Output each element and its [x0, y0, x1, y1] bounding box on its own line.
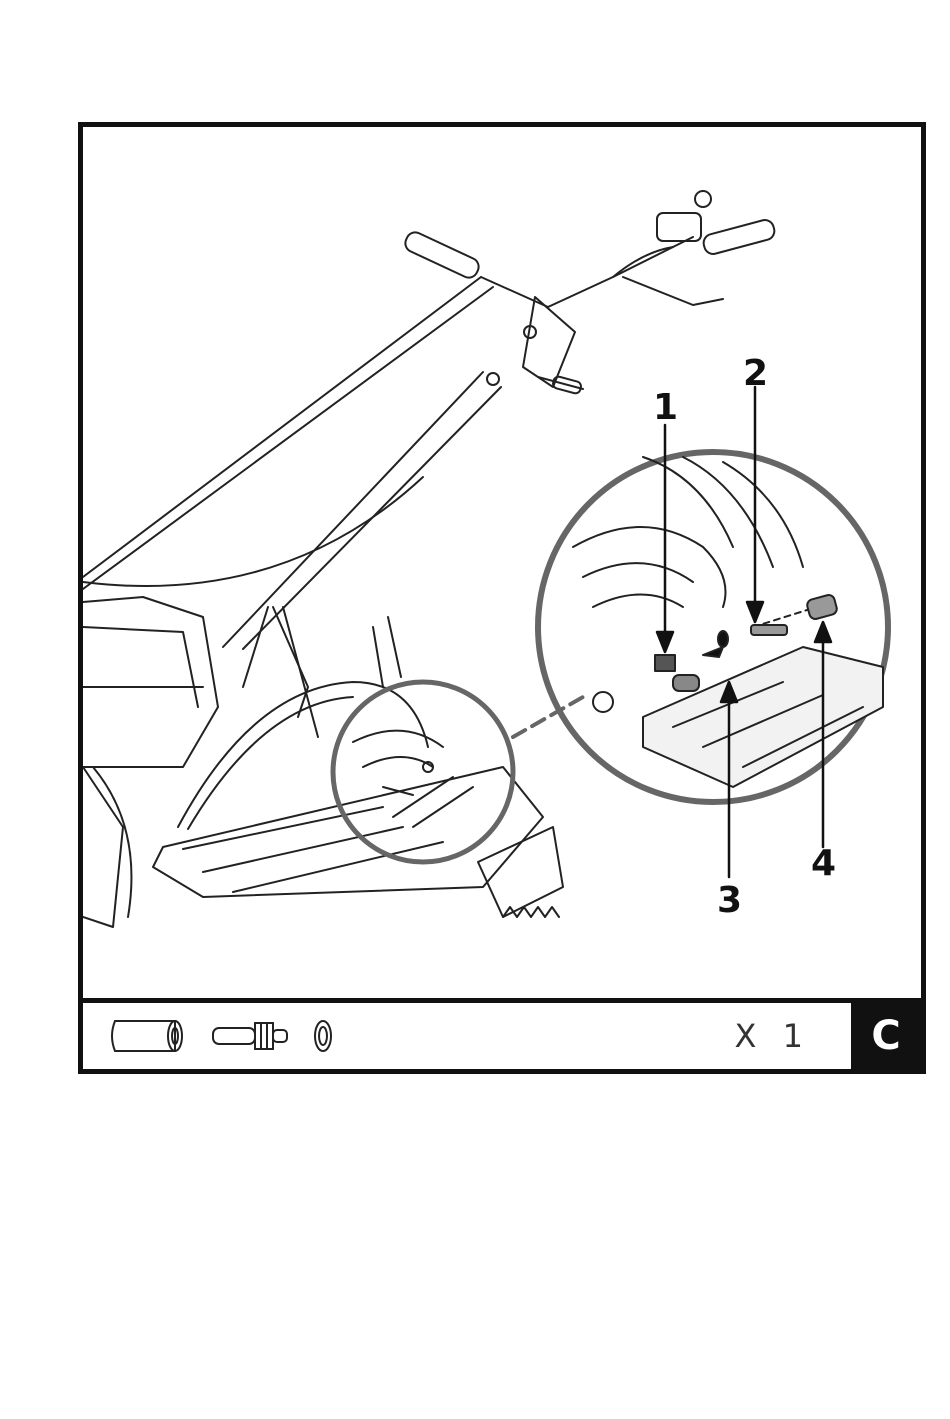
engine-housing — [83, 597, 218, 927]
tine-shield — [153, 607, 563, 917]
callout-2: 2 — [743, 353, 768, 394]
handle-shaft — [83, 277, 501, 737]
callout-4: 4 — [811, 843, 836, 884]
callout-1: 1 — [653, 387, 678, 428]
parts-strip: X 1 C — [83, 998, 921, 1069]
callout-arrows — [657, 387, 831, 877]
parts-icons — [105, 1003, 365, 1069]
sleeve-part-icon — [112, 1021, 182, 1051]
step-letter-badge: C — [851, 1003, 921, 1069]
bolt-part-icon — [213, 1023, 287, 1049]
washer-part-icon — [315, 1021, 331, 1051]
large-detail-circle — [538, 452, 888, 802]
instruction-panel: 1 2 3 4 X 1 C — [78, 122, 926, 1074]
callout-3: 3 — [717, 880, 742, 921]
quantity-label: X 1 — [735, 1017, 811, 1055]
tiller-assembly-illustration: 1 2 3 4 — [83, 127, 921, 1009]
